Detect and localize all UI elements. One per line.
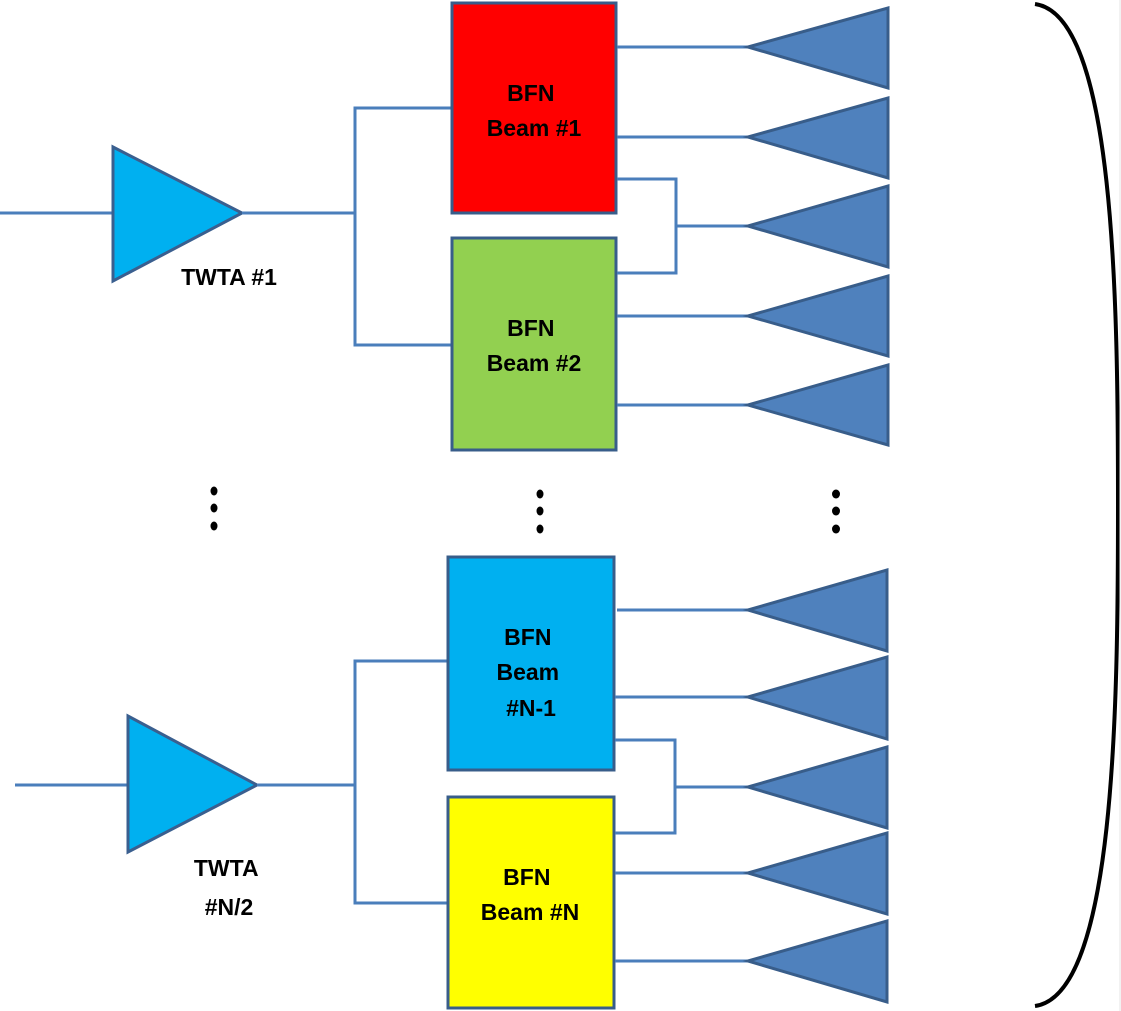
horn-antenna-icon (742, 184, 890, 270)
ellipsis-bfn-icon (536, 489, 544, 534)
bfn-beam-n1-label: BFN Beam #N-1 (496, 624, 565, 721)
twta-n2-amplifier-icon (126, 713, 261, 855)
bfn-beam-n-label: BFN Beam #N (481, 864, 579, 925)
horn-antenna-icon (742, 96, 890, 181)
ellipsis-dots (210, 486, 840, 534)
splitter-1 (353, 106, 452, 347)
bfn-beam-1-box (450, 1, 618, 215)
bfn-beam-1-label: BFN Beam #1 (487, 80, 582, 141)
bfn-beam-n1-box (446, 555, 616, 772)
splitter-n2 (353, 659, 448, 905)
twta-1-amplifier-icon (111, 144, 246, 284)
horn-antenna-icon (742, 919, 889, 1005)
horn-antenna-icon (742, 6, 890, 91)
reflector-arc-icon (1034, 2, 1121, 1008)
shared-combiner-n (615, 738, 677, 835)
bfn-beam-2-box (450, 236, 618, 452)
bfn-beam-n-box (446, 795, 616, 1010)
twta-1-label: TWTA #1 (181, 264, 277, 290)
group-bottom: BFN Beam #N-1 BFN Beam #N TWTA #N/2 (15, 555, 889, 1010)
horn-antenna-icon (742, 831, 889, 917)
horn-antenna-icon (742, 745, 889, 831)
ellipsis-twta-icon (210, 486, 218, 531)
ellipsis-horn-icon (832, 489, 840, 534)
horn-antenna-icon (742, 568, 889, 654)
horn-antenna-icon (742, 274, 890, 358)
twta-n2-label: TWTA #N/2 (194, 855, 264, 920)
shared-combiner-1 (617, 177, 678, 275)
bfn-beam-2-label: BFN Beam #2 (487, 315, 582, 376)
horn-antenna-icon (742, 655, 889, 742)
horn-antenna-icon (742, 363, 890, 447)
group-top: BFN Beam #1 BFN Beam #2 TWTA #1 (0, 1, 890, 452)
